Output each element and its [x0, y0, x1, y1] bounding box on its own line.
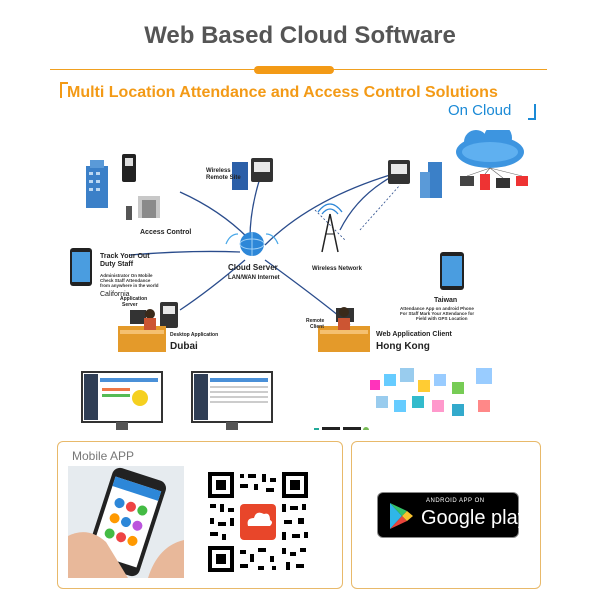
google-play-small-text: ANDROID APP ON	[426, 498, 485, 504]
app-server-label: Application Server	[120, 296, 149, 308]
google-play-panel	[351, 441, 541, 589]
taiwan-desc: Attendance App on android Phone For Staf…	[400, 306, 475, 321]
page-title: Web Based Cloud Software	[144, 22, 456, 49]
building-icon-right	[420, 162, 442, 198]
cloud-server-icon	[225, 232, 279, 256]
track-title: Track Your Out Duty Staff	[100, 253, 152, 268]
remote-client-label: Remote Client	[306, 318, 326, 330]
wireless-remote-site-line1: Wireless	[206, 168, 231, 174]
devices-icon	[460, 174, 528, 190]
monitor-screenshot-2	[191, 371, 273, 430]
feature-icons	[370, 368, 492, 416]
phone-in-hand-image	[68, 466, 184, 578]
google-play-icon	[390, 503, 413, 529]
link-remote-site	[249, 177, 261, 239]
hong-kong-label: Hong Kong	[376, 341, 430, 352]
monitor-screenshot-1	[81, 371, 163, 430]
attendance-device-icon	[122, 154, 410, 328]
google-play-badge[interactable]: ANDROID APP ON Google play	[377, 492, 528, 538]
cloud-server-label: Cloud Server	[228, 263, 278, 272]
dashed-link-1	[314, 209, 346, 241]
subheadline: On Cloud	[448, 102, 512, 119]
building-icon-center	[232, 162, 248, 190]
hong-kong-desk-icon	[318, 307, 370, 352]
platform-icons	[314, 427, 369, 430]
google-play-big-text: Google play	[421, 507, 528, 529]
cloud-icon	[456, 130, 524, 168]
link-lines	[129, 169, 406, 326]
access-control-icon	[126, 196, 160, 220]
lan-wan-label: LAN/WAN Internet	[228, 275, 280, 281]
taiwan-phone-icon	[440, 252, 464, 290]
taiwan-label: Taiwan	[434, 297, 457, 304]
subheadline-bracket	[528, 104, 536, 120]
building-icon-left	[86, 160, 108, 208]
track-desc: Administrator On Mobile Check Staff Atte…	[100, 273, 159, 288]
qr-code[interactable]	[206, 470, 310, 574]
mobile-app-panel	[57, 441, 343, 589]
link-dubai	[179, 259, 246, 311]
link-wireless	[264, 174, 391, 246]
wireless-network-label: Wireless Network	[312, 266, 363, 272]
dubai-label: Dubai	[170, 341, 198, 352]
desktop-app-label: Desktop Application	[170, 332, 218, 338]
mobile-phone-icon	[70, 248, 92, 286]
wireless-tower-icon	[317, 203, 343, 253]
web-client-label: Web Application Client	[376, 331, 453, 338]
dubai-desk-icon	[118, 309, 166, 352]
headline: Multi Location Attendance and Access Con…	[67, 84, 498, 101]
network-diagram: Access Control Wireless Remote Site Clou…	[70, 130, 528, 430]
headline-bracket	[60, 82, 68, 98]
dashed-link-2	[359, 184, 401, 231]
link-access-control	[179, 191, 249, 239]
wireless-remote-site-line2: Remote Site	[206, 175, 241, 181]
wireless-remote-site-label: Wireless Remote Site	[206, 168, 241, 181]
access-control-label: Access Control	[140, 229, 191, 236]
mobile-app-label: Mobile APP	[72, 449, 135, 463]
title-divider-pill	[254, 66, 334, 74]
track-place: California	[100, 291, 130, 298]
link-mobile	[129, 250, 241, 256]
